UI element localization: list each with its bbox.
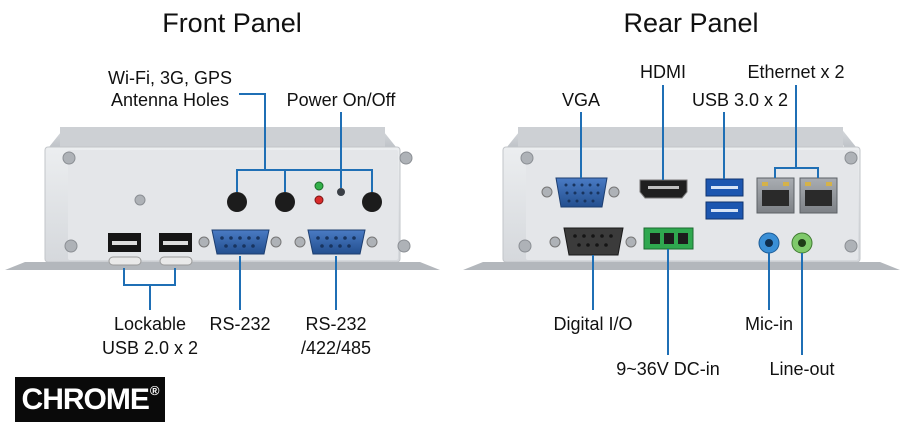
- status-led-red-icon: [314, 195, 324, 205]
- label-usb-line1: Lockable: [114, 314, 186, 334]
- status-led-green-icon: [314, 181, 324, 191]
- screw-icon: [397, 239, 411, 253]
- label-antenna-line2: Antenna Holes: [111, 90, 229, 110]
- label-dc-in: 9~36V DC-in: [616, 359, 720, 379]
- power-button-icon: [337, 188, 345, 196]
- screw-icon: [844, 151, 858, 165]
- label-hdmi: HDMI: [640, 62, 686, 82]
- screw-icon: [520, 151, 534, 165]
- label-mic-in: Mic-in: [745, 314, 793, 334]
- usb3-port-icon: [705, 201, 744, 220]
- rs232-port-icon: [198, 229, 282, 255]
- label-usb-line2: USB 2.0 x 2: [102, 338, 198, 358]
- screw-icon: [399, 151, 413, 165]
- ethernet-port-icon: [799, 177, 838, 214]
- brand-name: CHROME: [21, 382, 150, 416]
- antenna-hole-icon: [275, 192, 295, 212]
- line-out-jack-icon: [791, 232, 813, 254]
- label-rs232b-line1: RS-232: [305, 314, 366, 334]
- label-line-out: Line-out: [769, 359, 834, 379]
- mic-in-jack-icon: [758, 232, 780, 254]
- front-panel-device: [5, 127, 440, 270]
- registered-mark: ®: [149, 383, 160, 398]
- front-panel-title: Front Panel: [162, 8, 302, 38]
- label-ethernet: Ethernet x 2: [747, 62, 844, 82]
- label-antenna-line1: Wi-Fi, 3G, GPS: [108, 68, 232, 88]
- label-rs232: RS-232: [209, 314, 270, 334]
- antenna-hole-icon: [227, 192, 247, 212]
- usb3-port-icon: [705, 178, 744, 197]
- ethernet-port-icon: [756, 177, 795, 214]
- screw-icon: [62, 151, 76, 165]
- screw-icon: [844, 239, 858, 253]
- callout-lines: [123, 85, 819, 355]
- screw-icon: [134, 194, 146, 206]
- label-rs232b-line2: /422/485: [301, 338, 371, 358]
- vga-port-icon: [541, 177, 620, 208]
- label-vga: VGA: [562, 90, 600, 110]
- rear-panel-device: [463, 127, 900, 270]
- digital-io-port-icon: [549, 227, 637, 256]
- rs232-422-485-port-icon: [294, 229, 378, 255]
- antenna-hole-icon: [362, 192, 382, 212]
- hdmi-port-icon: [639, 179, 688, 199]
- rear-panel-title: Rear Panel: [623, 8, 758, 38]
- screw-icon: [64, 239, 78, 253]
- label-digital-io: Digital I/O: [553, 314, 632, 334]
- screw-icon: [518, 239, 532, 253]
- dc-in-terminal-icon: [643, 227, 694, 250]
- label-power: Power On/Off: [287, 90, 397, 110]
- label-usb30: USB 3.0 x 2: [692, 90, 788, 110]
- chrome-logo: CHROME®: [15, 377, 165, 422]
- usb2-port-icon: [159, 233, 193, 266]
- usb2-port-icon: [108, 233, 142, 266]
